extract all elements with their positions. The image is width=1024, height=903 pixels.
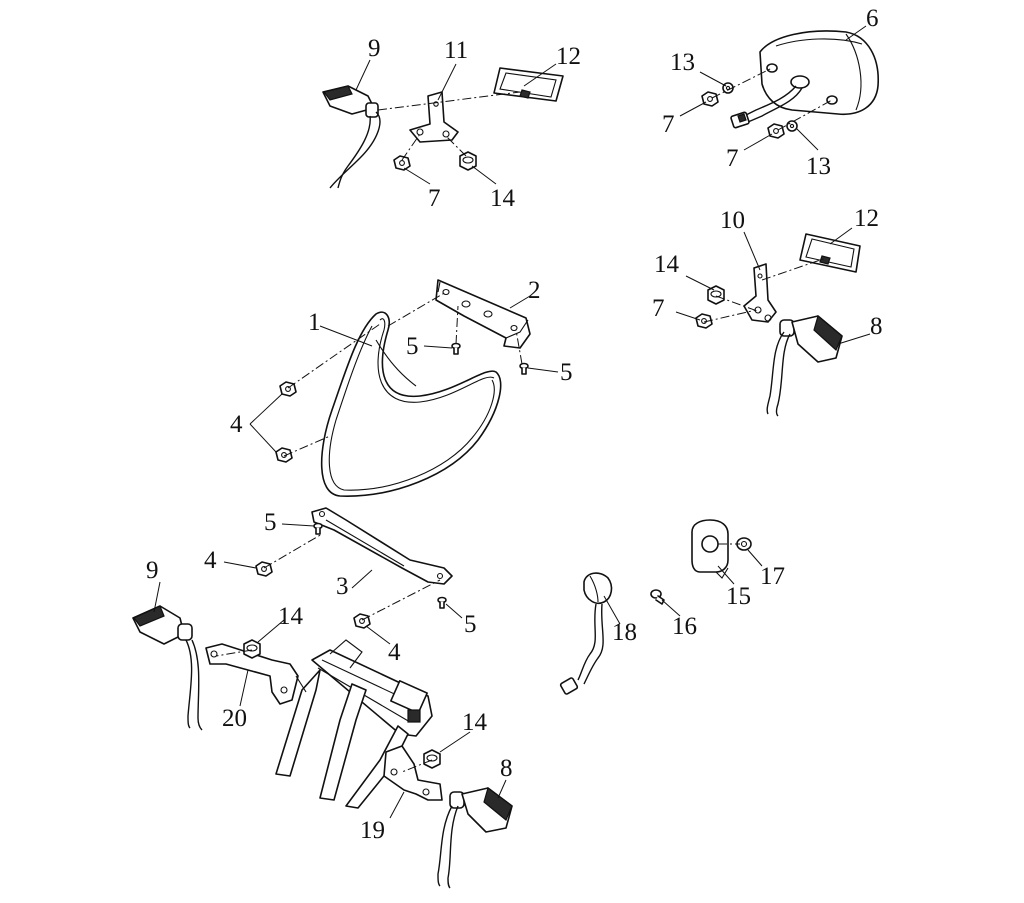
washer-13-bottom bbox=[786, 120, 798, 132]
callout-20: 20 bbox=[222, 705, 247, 732]
frame-section bbox=[275, 639, 433, 809]
turn-signal-top-left bbox=[322, 85, 381, 189]
callout-5-lower-left: 5 bbox=[264, 509, 277, 536]
callout-8-right: 8 bbox=[870, 313, 883, 340]
nut-4-brace-left bbox=[255, 561, 273, 577]
license-lamp-18 bbox=[559, 572, 613, 695]
leader-lines bbox=[153, 25, 871, 819]
callout-13-bottom: 13 bbox=[806, 153, 831, 180]
nut-4-lower bbox=[275, 447, 293, 463]
callout-labels: 9 11 12 7 14 6 13 7 7 13 10 12 14 7 8 1 … bbox=[146, 5, 883, 844]
nut-14-lower-right bbox=[423, 749, 441, 769]
callout-7-top-right: 7 bbox=[662, 111, 675, 138]
turn-signal-8-right bbox=[766, 314, 843, 417]
callout-5-center-upper: 5 bbox=[406, 333, 419, 360]
callout-5-center-right: 5 bbox=[560, 359, 573, 386]
headlight-frame-1 bbox=[320, 311, 502, 497]
reflector-12-top bbox=[493, 67, 564, 102]
callout-10: 10 bbox=[720, 207, 745, 234]
callout-11: 11 bbox=[444, 37, 468, 64]
callout-4-brace-right: 4 bbox=[388, 639, 401, 666]
callout-9-lower: 9 bbox=[146, 557, 159, 584]
callout-18: 18 bbox=[612, 619, 637, 646]
headlight-bracket-2 bbox=[435, 279, 531, 349]
callout-6: 6 bbox=[866, 5, 879, 32]
mounting-bracket-20 bbox=[205, 643, 299, 705]
reflector-12-right bbox=[799, 233, 861, 273]
bolt-16 bbox=[650, 589, 665, 605]
callout-4-brace-left: 4 bbox=[204, 547, 217, 574]
callout-15: 15 bbox=[726, 583, 751, 610]
bolt-5-center-upper bbox=[451, 342, 461, 355]
callout-12-top: 12 bbox=[556, 43, 581, 70]
mounting-bracket-11 bbox=[409, 91, 459, 143]
mounting-bracket-10 bbox=[743, 263, 777, 323]
mounting-bracket-19 bbox=[383, 745, 443, 801]
callout-16: 16 bbox=[672, 613, 697, 640]
bolt-5-center-right bbox=[519, 362, 529, 375]
callout-13-top: 13 bbox=[670, 49, 695, 76]
callout-3: 3 bbox=[336, 573, 349, 600]
callout-7-right: 7 bbox=[652, 295, 665, 322]
callout-9-top: 9 bbox=[368, 35, 381, 62]
nut-7-top-right bbox=[701, 91, 719, 107]
nut-7-mid-right bbox=[767, 123, 785, 139]
tail-light-6 bbox=[730, 30, 879, 129]
callout-19: 19 bbox=[360, 817, 385, 844]
nut-14-right bbox=[707, 285, 725, 305]
callout-12-right: 12 bbox=[854, 205, 879, 232]
callout-1: 1 bbox=[308, 309, 321, 336]
nut-7-right bbox=[695, 313, 713, 329]
nut-7-top-left bbox=[393, 155, 411, 171]
callout-7-mid-right: 7 bbox=[726, 145, 739, 172]
nut-14-lower-left bbox=[243, 639, 261, 659]
callout-14-lower-right: 14 bbox=[462, 709, 488, 736]
bolt-5-lower-right bbox=[437, 596, 447, 609]
callout-8-lower: 8 bbox=[500, 755, 513, 782]
callout-2: 2 bbox=[528, 277, 541, 304]
turn-signal-9-lower bbox=[132, 605, 203, 731]
callout-14-top-left: 14 bbox=[490, 185, 516, 212]
callout-5-lower-right: 5 bbox=[464, 611, 477, 638]
nut-14-top-left bbox=[459, 151, 477, 171]
nut-4-brace-right bbox=[353, 613, 371, 629]
callout-4-upper: 4 bbox=[230, 411, 243, 438]
callout-14-right: 14 bbox=[654, 251, 680, 278]
lower-brace-3 bbox=[311, 507, 453, 585]
callout-17: 17 bbox=[760, 563, 785, 590]
bracket-plate-15 bbox=[691, 519, 729, 579]
bolt-5-lower-left bbox=[313, 522, 323, 535]
turn-signal-8-lower bbox=[437, 786, 513, 889]
callout-7-top-left: 7 bbox=[428, 185, 441, 212]
callout-14-lower-left: 14 bbox=[278, 603, 304, 630]
